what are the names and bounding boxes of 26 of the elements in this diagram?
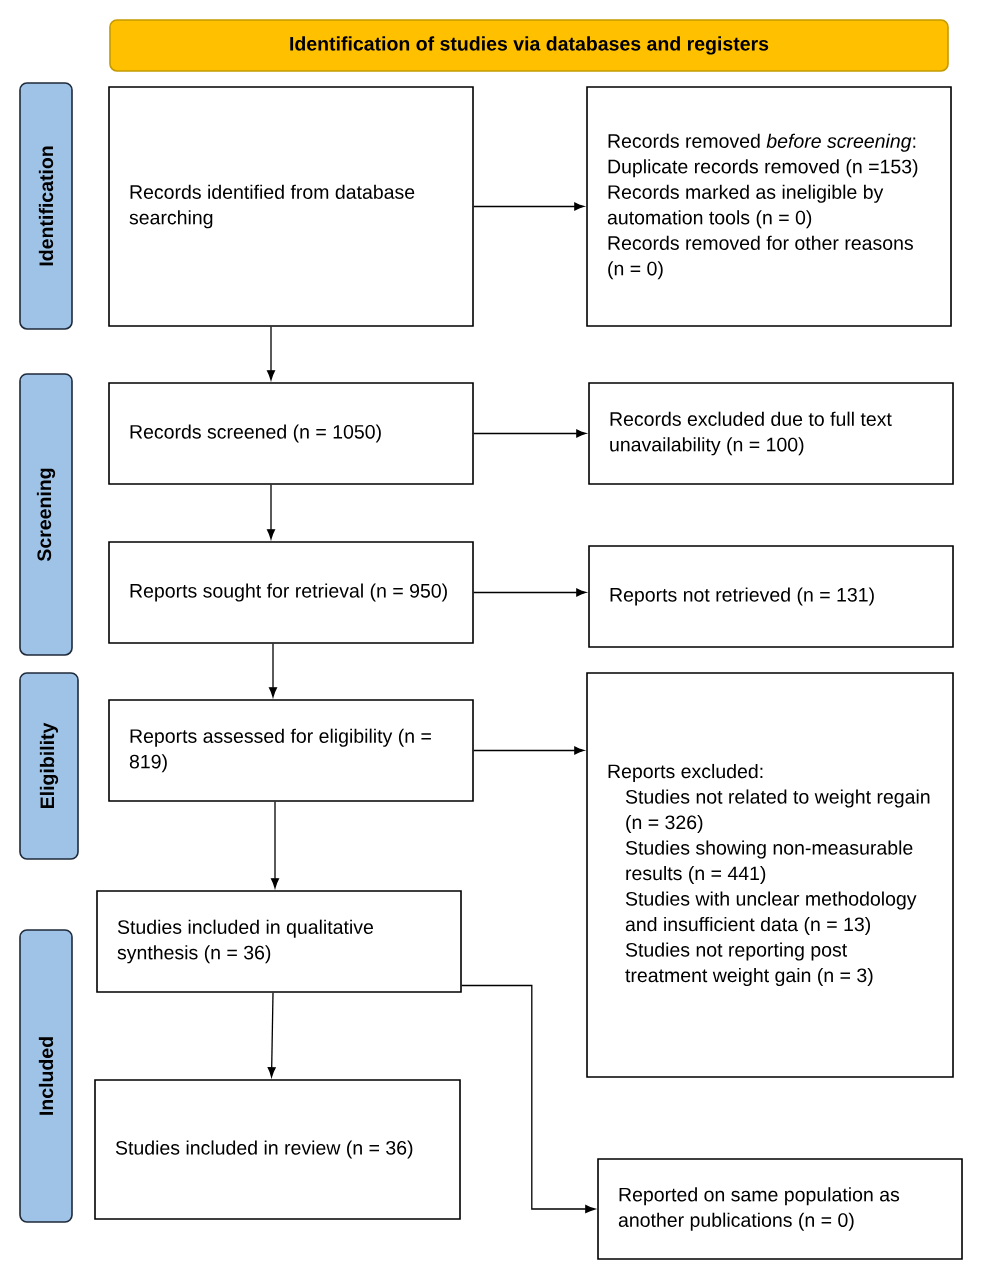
process-box: Records removed before screening: Duplicate records removed (n =153) Records marked as ineligible by automation tools (n = 0) Records removed for other reasons (n = 0) [586,86,952,327]
arrow [473,746,585,755]
stage-label: Included [19,929,73,1223]
stage-label: Eligibility [19,672,79,860]
stage-label: Identification [19,82,73,330]
process-box: Records excluded due to full text unavailability (n = 100) [588,382,954,485]
process-box: Reports excluded: Studies not related to weight regain (n = 326) Studies showing non-measurable results (n = 441) Studies with unclear methodology and insufficient data (n = 13) Studies not reporting post treatment weight gain (n = 3) [586,672,954,1078]
process-box: Studies included in review (n = 36) [94,1079,461,1220]
arrow [473,429,587,438]
process-box: Reported on same population as another publications (n = 0) [597,1158,963,1260]
arrow [269,643,277,698]
arrow [267,992,276,1078]
arrow [461,984,596,1213]
process-box: Reports not retrieved (n = 131) [588,545,954,648]
arrow [267,326,275,381]
process-box: Reports sought for retrieval (n = 950) [108,541,474,644]
title-banner: Identification of studies via databases and registers [109,19,949,72]
process-box: Records screened (n = 1050) [108,382,474,485]
stage-label: Screening [19,373,73,656]
process-box: Reports assessed for eligibility (n = 819) [108,699,474,802]
arrow [271,801,279,889]
process-box: Studies included in qualitative synthesis (n = 36) [96,890,462,993]
arrow [267,484,275,540]
arrow [473,588,587,597]
process-box: Records identified from database searching [108,86,474,327]
arrow [473,202,585,211]
